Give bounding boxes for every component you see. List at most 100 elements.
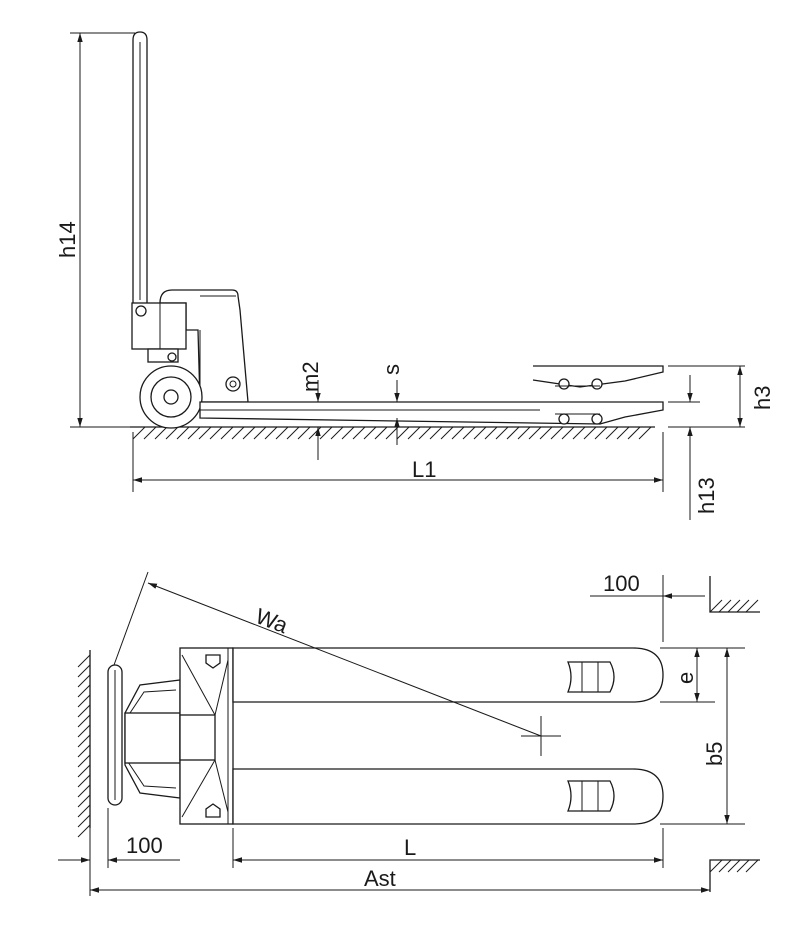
dim-m2-label: m2 xyxy=(298,361,323,392)
top-chassis xyxy=(179,647,234,825)
hatch-stroke xyxy=(77,764,91,778)
hatch-stroke xyxy=(253,426,267,440)
hatch-stroke xyxy=(77,794,91,808)
hatch-stroke xyxy=(77,694,91,708)
hatch-stroke xyxy=(286,426,300,440)
hatch-stroke xyxy=(709,599,723,613)
hatch-stroke xyxy=(451,426,465,440)
tiller-handle xyxy=(132,31,148,306)
hatch-stroke xyxy=(220,426,234,440)
hatch-stroke xyxy=(77,824,91,838)
top-pump-head xyxy=(124,679,181,799)
hatch-stroke xyxy=(473,426,487,440)
hatch-stroke xyxy=(407,426,421,440)
hatch-stroke xyxy=(594,426,608,440)
right-wall-bottom xyxy=(709,859,760,892)
hatch-stroke xyxy=(77,774,91,788)
hatch-stroke xyxy=(385,426,399,440)
hatch-stroke xyxy=(736,859,750,873)
hatch-stroke xyxy=(77,724,91,738)
hatch-stroke xyxy=(727,859,741,873)
top-view: Wa 100 e b5 100 L Ast xyxy=(58,571,760,896)
hatch-stroke xyxy=(165,426,179,440)
dim-clearance-left-label: 100 xyxy=(126,833,163,858)
hatch-stroke xyxy=(275,426,289,440)
hatch-stroke xyxy=(429,426,443,440)
hatch-stroke xyxy=(264,426,278,440)
hatch-stroke xyxy=(143,426,157,440)
hatch-stroke xyxy=(77,664,91,678)
hatch-stroke xyxy=(154,426,168,440)
fork-lowered xyxy=(199,401,664,425)
hatch-stroke xyxy=(638,426,652,440)
hatch-stroke xyxy=(330,426,344,440)
hatch-stroke xyxy=(187,426,201,440)
hatch-stroke xyxy=(605,426,619,440)
hatch-stroke xyxy=(297,426,311,440)
hatch-stroke xyxy=(341,426,355,440)
dim-L1-label: L1 xyxy=(412,457,436,482)
hatch-stroke xyxy=(718,599,732,613)
hatch-stroke xyxy=(528,426,542,440)
hatch-stroke xyxy=(718,859,732,873)
hatch-stroke xyxy=(77,744,91,758)
hatch-stroke xyxy=(352,426,366,440)
hatch-stroke xyxy=(745,599,759,613)
steer-wheel xyxy=(139,365,203,429)
hatch-stroke xyxy=(242,426,256,440)
right-wall-top xyxy=(709,576,760,613)
hatch-stroke xyxy=(616,426,630,440)
hatch-stroke xyxy=(736,599,750,613)
hatch-stroke xyxy=(77,754,91,768)
hatch-stroke xyxy=(517,426,531,440)
hatch-stroke xyxy=(374,426,388,440)
hatch-stroke xyxy=(583,426,597,440)
hatch-stroke xyxy=(572,426,586,440)
hatch-stroke xyxy=(539,426,553,440)
hatch-stroke xyxy=(418,426,432,440)
hatch-stroke xyxy=(198,426,212,440)
hatch-stroke xyxy=(132,426,146,440)
hatch-stroke xyxy=(209,426,223,440)
hatch-stroke xyxy=(550,426,564,440)
hatch-stroke xyxy=(506,426,520,440)
fork-raised xyxy=(532,365,664,390)
hatch-stroke xyxy=(627,426,641,440)
hatch-stroke xyxy=(77,814,91,828)
side-view: h14 m2 s L1 h3 h13 xyxy=(55,31,775,520)
dim-b5-label: b5 xyxy=(702,742,727,766)
dim-s-label: s xyxy=(379,364,404,375)
dim-L-label: L xyxy=(404,835,416,860)
hatch-stroke xyxy=(308,426,322,440)
hatch-stroke xyxy=(231,426,245,440)
hatch-stroke xyxy=(77,684,91,698)
hatch-stroke xyxy=(561,426,575,440)
hatch-stroke xyxy=(176,426,190,440)
hatch-stroke xyxy=(77,704,91,718)
left-wall-hatch xyxy=(77,654,91,838)
hatch-stroke xyxy=(77,804,91,818)
hatch-stroke xyxy=(495,426,509,440)
top-fork-upper xyxy=(232,647,664,703)
hydraulic-pump-unit xyxy=(131,289,249,403)
hatch-stroke xyxy=(440,426,454,440)
top-fork-lower xyxy=(232,768,664,825)
hatch-stroke xyxy=(77,784,91,798)
hatch-stroke xyxy=(727,599,741,613)
hatch-stroke xyxy=(77,654,91,668)
side-floor-hatch xyxy=(132,426,652,440)
hatch-stroke xyxy=(709,859,723,873)
hatch-stroke xyxy=(77,674,91,688)
dim-Wa-line xyxy=(147,582,542,737)
hatch-stroke xyxy=(363,426,377,440)
hatch-stroke xyxy=(319,426,333,440)
hatch-stroke xyxy=(745,859,759,873)
dim-Ast-label: Ast xyxy=(364,866,396,891)
hatch-stroke xyxy=(462,426,476,440)
dim-h3-label: h3 xyxy=(750,386,775,410)
dim-h13-label: h13 xyxy=(694,477,719,514)
hatch-stroke xyxy=(77,714,91,728)
dim-Wa-label: Wa xyxy=(252,603,292,638)
hatch-stroke xyxy=(396,426,410,440)
